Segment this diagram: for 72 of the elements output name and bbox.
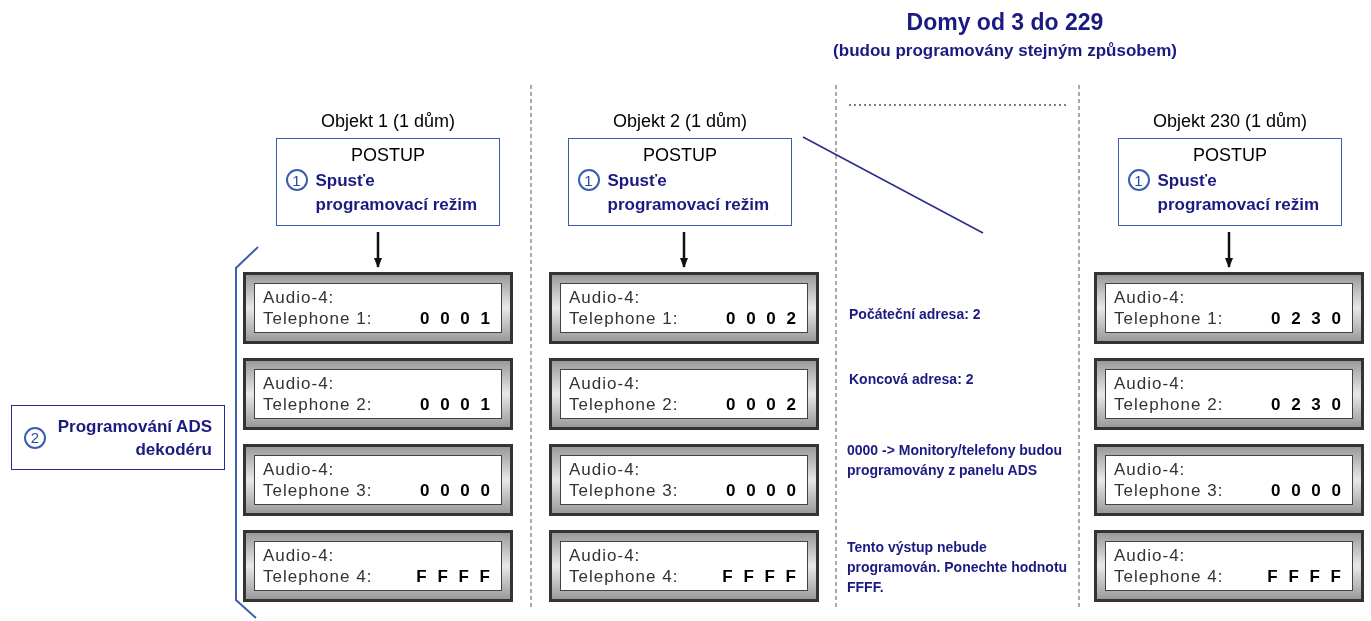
display-line: Audio-4:	[569, 287, 641, 308]
display-line: Telephone 4:	[569, 566, 679, 587]
display-line: Audio-4:	[263, 287, 335, 308]
display-value: F F F F	[416, 566, 493, 587]
lcd-display	[1094, 272, 1364, 344]
display-line: Audio-4:	[569, 459, 641, 480]
subtitle: (budou programovány stejným způsobem)	[832, 40, 1178, 62]
lcd-display	[1094, 444, 1364, 516]
lcd-display	[243, 530, 513, 602]
note-text: 0000 -> Monitory/telefony budou programovány z panelu ADS	[847, 441, 1064, 480]
circled-number: 1	[1127, 169, 1150, 191]
procedure-title: POSTUP	[1193, 144, 1267, 167]
procedure-title: POSTUP	[351, 144, 425, 167]
title: Domy od 3 do 229	[905, 8, 1105, 36]
object-heading: Objekt 2 (1 dům)	[611, 110, 749, 133]
lcd-display	[549, 530, 819, 602]
display-value: 0 0 0 0	[420, 480, 493, 501]
circled-number: 1	[285, 169, 308, 191]
display-value: 0 0 0 0	[726, 480, 799, 501]
lcd-display	[1094, 530, 1364, 602]
display-value: 0 0 0 0	[1271, 480, 1344, 501]
display-line: Audio-4:	[1114, 373, 1186, 394]
object-heading: Objekt 230 (1 dům)	[1151, 110, 1309, 133]
display-line: Telephone 4:	[1114, 566, 1224, 587]
lcd-display	[549, 444, 819, 516]
object-heading: Objekt 1 (1 dům)	[319, 110, 457, 133]
step-box	[11, 405, 225, 470]
arrow	[1225, 232, 1233, 268]
display-value: 0 0 0 2	[726, 394, 799, 415]
procedure-title: POSTUP	[643, 144, 717, 167]
step-text: Programování ADS dekodéru	[56, 415, 212, 461]
display-value: 0 0 0 2	[726, 308, 799, 329]
circled-number: 1	[577, 169, 600, 191]
step-text: Spusťe programovací režim	[1157, 170, 1321, 216]
display-value: F F F F	[722, 566, 799, 587]
display-line: Telephone 1:	[263, 308, 373, 329]
lcd-display	[243, 272, 513, 344]
note-text: Počáteční adresa: 2	[849, 305, 982, 324]
display-line: Audio-4:	[263, 545, 335, 566]
arrow	[680, 232, 688, 268]
display-line: Telephone 3:	[263, 480, 373, 501]
display-line: Telephone 2:	[569, 394, 679, 415]
display-line: Telephone 2:	[263, 394, 373, 415]
display-line: Telephone 2:	[1114, 394, 1224, 415]
step-text: Spusťe programovací režim	[607, 170, 771, 216]
lcd-display	[549, 358, 819, 430]
step-text: Spusťe programovací režim	[315, 170, 479, 216]
display-line: Telephone 1:	[569, 308, 679, 329]
circled-number: 2	[24, 426, 46, 449]
display-line: Audio-4:	[569, 545, 641, 566]
display-line: Audio-4:	[263, 373, 335, 394]
display-value: 0 2 3 0	[1271, 394, 1344, 415]
display-line: Telephone 3:	[569, 480, 679, 501]
lcd-display	[549, 272, 819, 344]
lcd-display	[243, 358, 513, 430]
display-line: Telephone 4:	[263, 566, 373, 587]
display-line: Audio-4:	[1114, 459, 1186, 480]
note-text: Koncová adresa: 2	[849, 370, 975, 389]
display-value: 0 0 0 1	[420, 394, 493, 415]
note-text: Tento výstup nebude programován. Ponechte hodnotu FFFF.	[847, 538, 1069, 597]
display-value: F F F F	[1267, 566, 1344, 587]
display-line: Telephone 1:	[1114, 308, 1224, 329]
lcd-display	[243, 444, 513, 516]
display-line: Audio-4:	[1114, 545, 1186, 566]
display-value: 0 0 0 1	[420, 308, 493, 329]
display-line: Audio-4:	[1114, 287, 1186, 308]
display-line: Audio-4:	[263, 459, 335, 480]
arrow	[374, 232, 382, 268]
lcd-display	[1094, 358, 1364, 430]
display-line: Telephone 3:	[1114, 480, 1224, 501]
display-line: Audio-4:	[569, 373, 641, 394]
display-value: 0 2 3 0	[1271, 308, 1344, 329]
